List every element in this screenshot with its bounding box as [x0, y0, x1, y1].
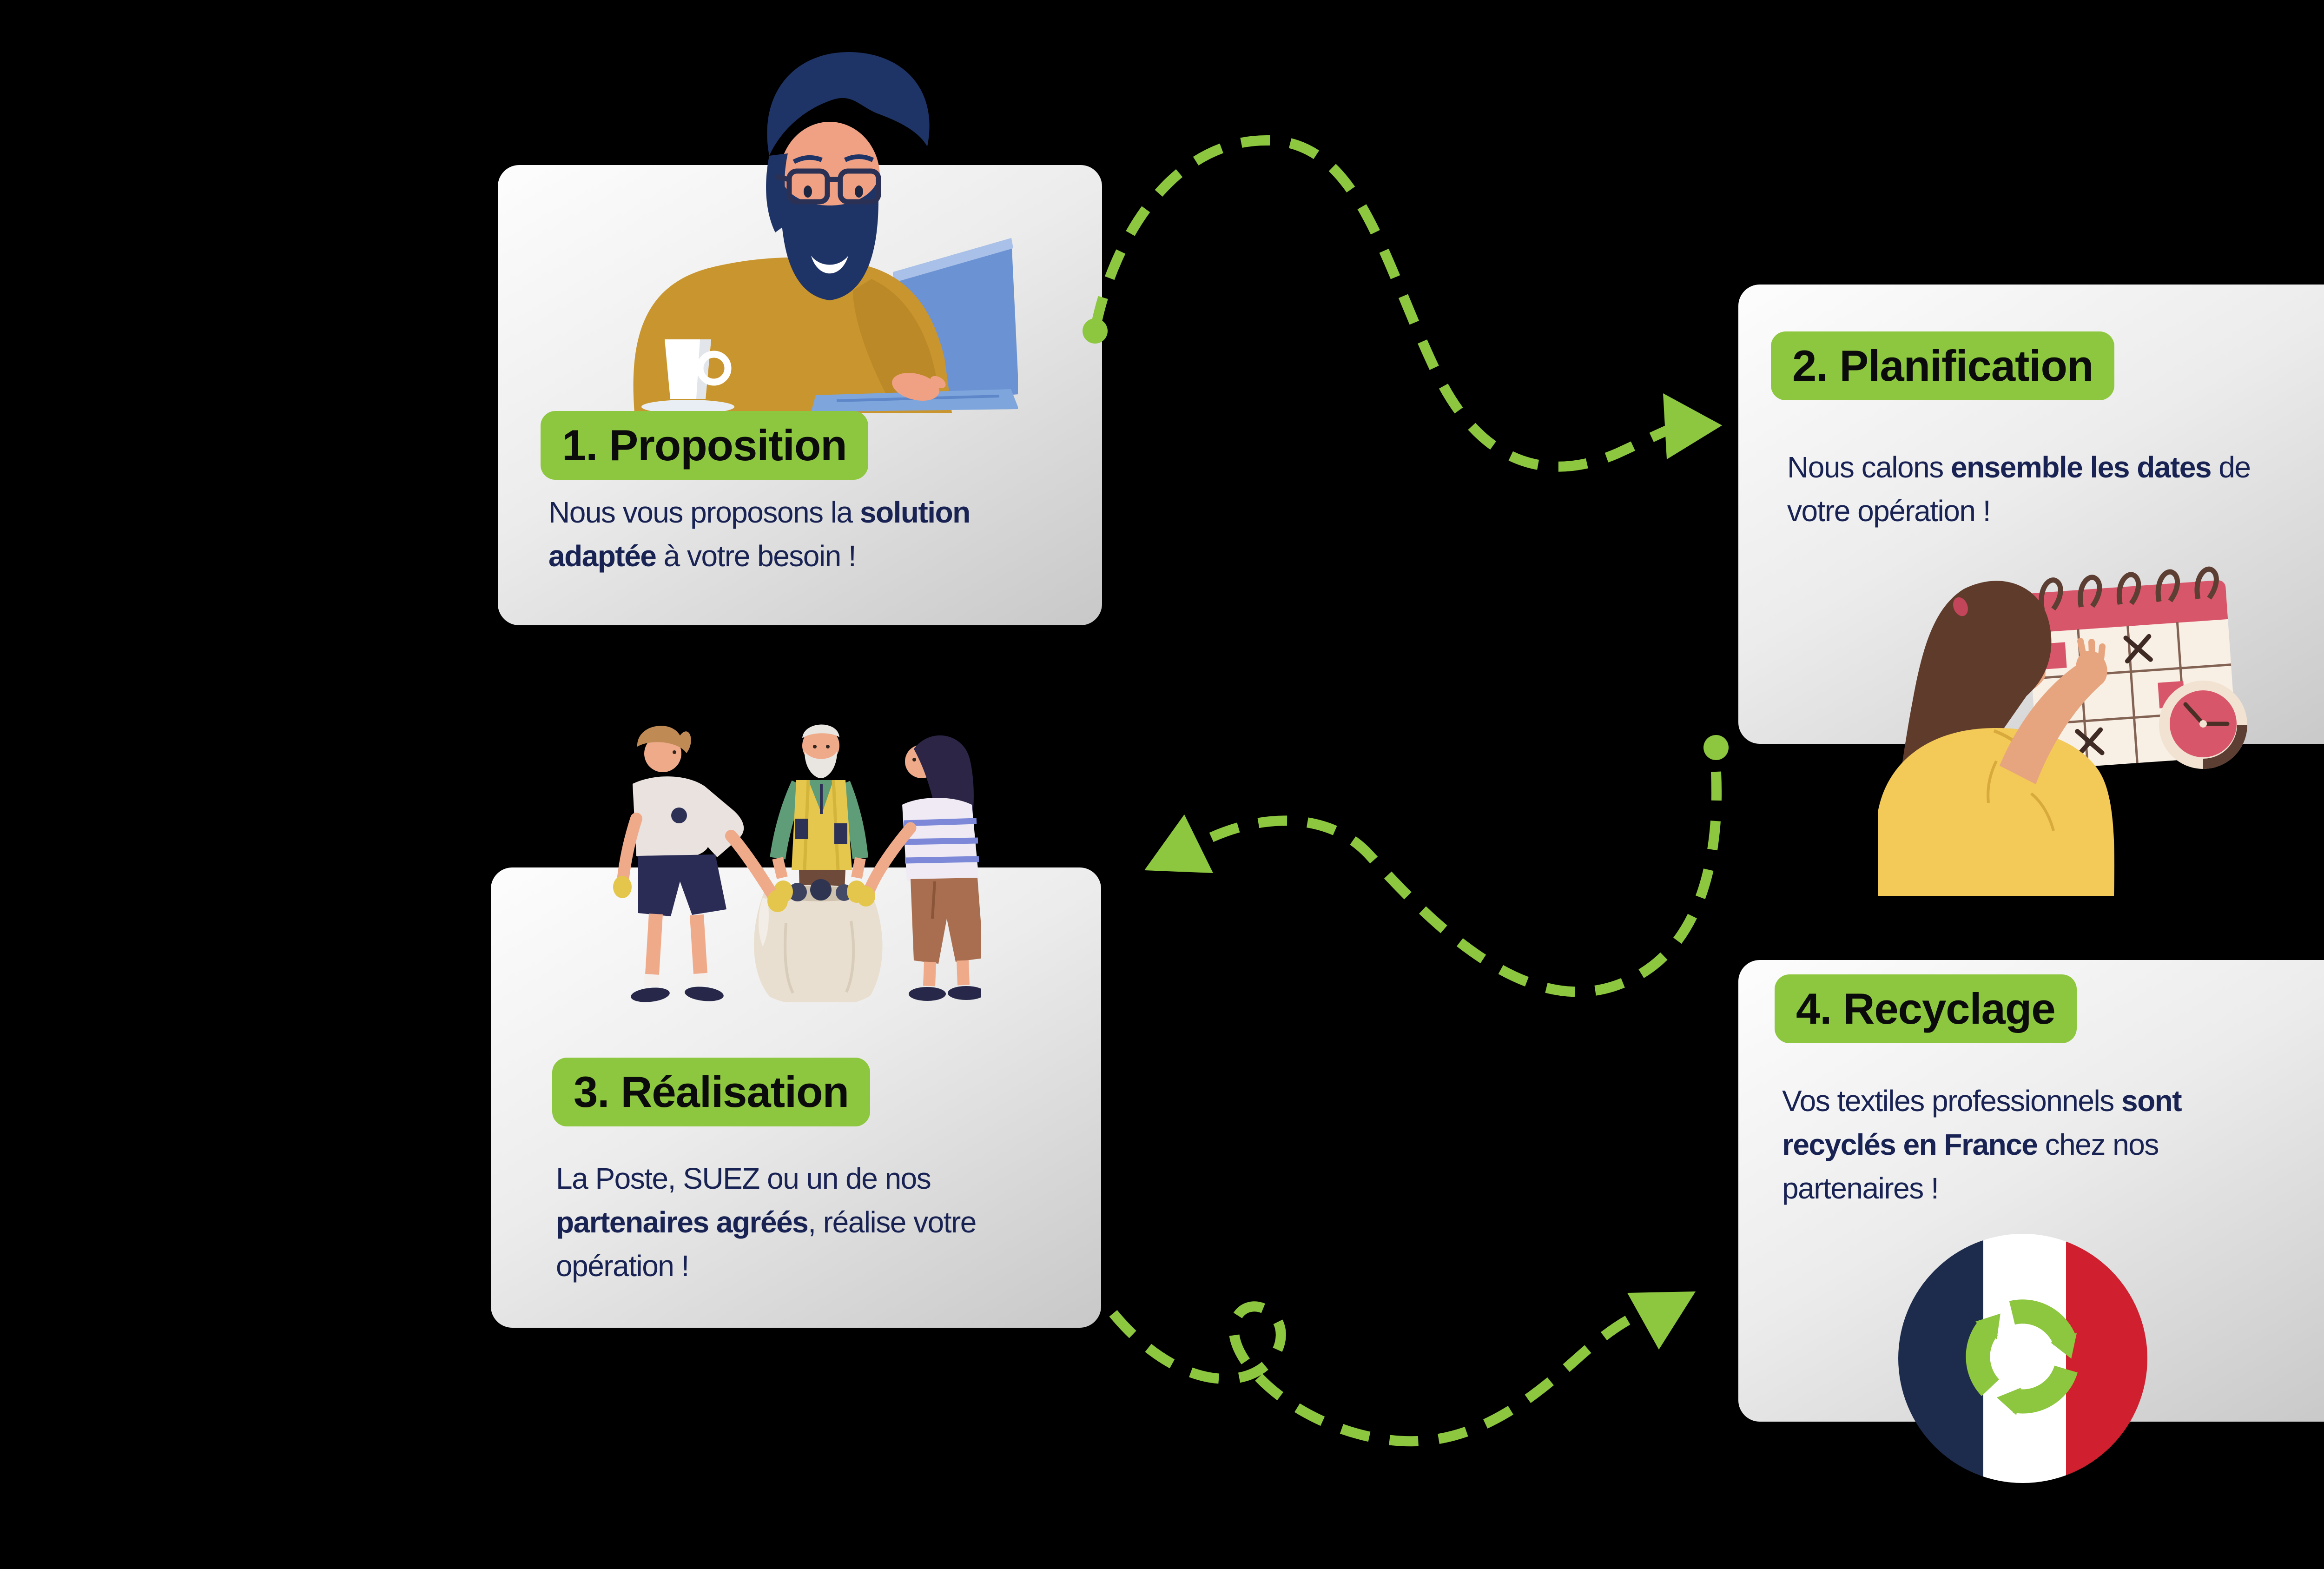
woman-marking-calendar-illustration: [1878, 566, 2247, 896]
card-realisation: 3. Réalisation La Poste, SUEZ ou un de n…: [491, 724, 1101, 1328]
card-recyclage: 4. Recyclage Vos textiles professionnels…: [1738, 960, 2324, 1483]
arrow-planification-to-realisation: [1144, 735, 1729, 997]
arrow-proposition-to-planification: [1083, 135, 1722, 472]
card-planification: 2. Planification Nous calons ensemble le…: [1738, 285, 2324, 896]
man-at-laptop-illustration: [633, 52, 1018, 413]
step-badge-planification: 2. Planification: [1771, 331, 2115, 400]
arrowhead-up-right-icon: [1627, 1291, 1696, 1350]
card-proposition: 1. Proposition Nous vous proposons la so…: [498, 52, 1102, 625]
recycled-in-france-logo: [1898, 1234, 2147, 1483]
arrowhead-left-icon: [1144, 814, 1213, 873]
people-with-collection-bag-illustration: [613, 724, 981, 1002]
connector-dot: [1703, 735, 1729, 760]
recycle-icon: [1950, 1290, 2086, 1415]
arrowhead-right-icon: [1663, 393, 1722, 459]
arrow-realisation-to-recyclage: [1109, 1291, 1696, 1447]
step-badge-proposition: 1. Proposition: [541, 411, 868, 480]
step-badge-realisation: 3. Réalisation: [552, 1058, 870, 1126]
step-badge-recyclage: 4. Recyclage: [1775, 974, 2077, 1043]
